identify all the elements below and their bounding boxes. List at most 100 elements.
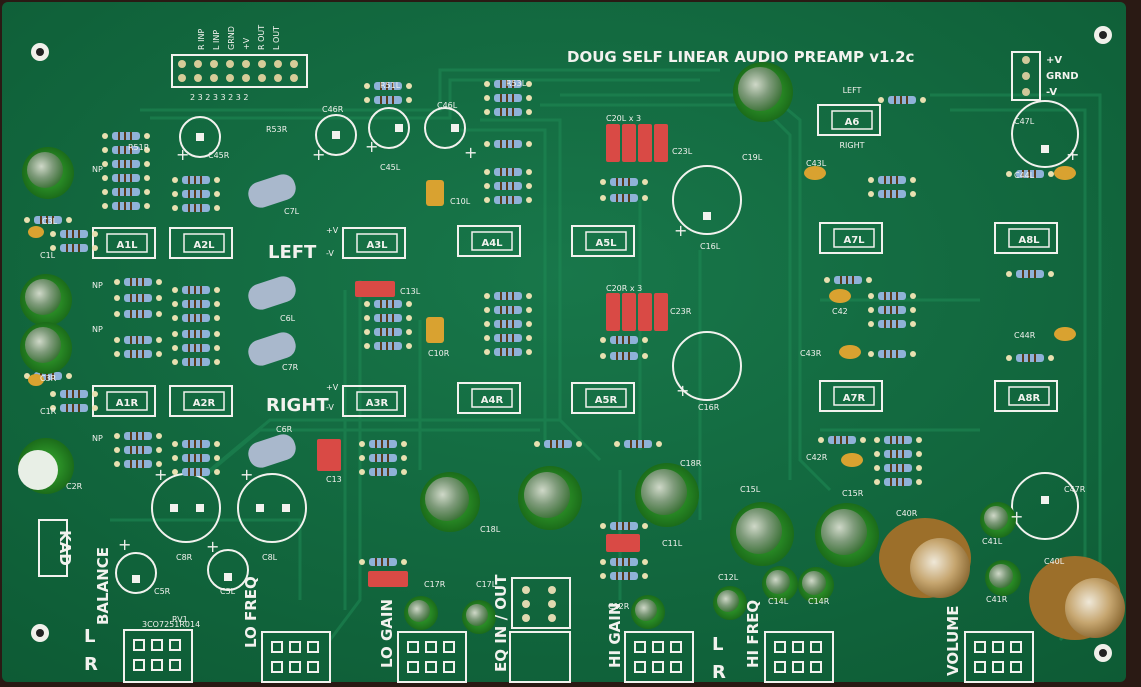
resistor-band [506, 108, 508, 116]
resistor-pad [868, 351, 874, 357]
resistor-band [380, 342, 382, 350]
svg-text:+: + [1010, 507, 1023, 526]
hi-gain-label: HI GAIN [606, 603, 624, 668]
resistor-pad [874, 465, 880, 471]
connector-pad [1010, 661, 1022, 673]
resistor-band [506, 182, 508, 190]
resistor-pad [214, 359, 220, 365]
resistor-band [194, 204, 196, 212]
resistor-band [66, 230, 68, 238]
resistor-band [200, 358, 202, 366]
resistor-pad [144, 147, 150, 153]
power-ground-label: GRND [1046, 71, 1079, 82]
resistor-band [136, 336, 138, 344]
connector-pad [634, 661, 646, 673]
resistor-band [194, 344, 196, 352]
svg-text:C42R: C42R [806, 453, 828, 462]
connector-pad [548, 614, 556, 622]
resistor-band [512, 140, 514, 148]
chip-a2r: A2R [169, 385, 233, 417]
svg-text:+V: +V [326, 226, 339, 235]
resistor-pad [214, 469, 220, 475]
resistor-pad [526, 169, 532, 175]
svg-text:C20R x 3: C20R x 3 [606, 284, 642, 293]
svg-text:C19L: C19L [742, 153, 763, 162]
svg-text:C1R: C1R [40, 407, 57, 416]
connector-pad [307, 641, 319, 653]
resistor-band [194, 440, 196, 448]
resistor-pad [172, 301, 178, 307]
svg-text:C47L: C47L [1014, 117, 1035, 126]
resistor-band [1022, 354, 1024, 362]
empty-cap-footprints [115, 100, 1079, 594]
resistor-pad [172, 359, 178, 365]
resistor-band [622, 178, 624, 186]
resistor-band [375, 454, 377, 462]
svg-text:C23L: C23L [672, 147, 693, 156]
resistor-pad [102, 175, 108, 181]
header-pin [242, 74, 250, 82]
resistor-band [628, 336, 630, 344]
resistor-band [124, 160, 126, 168]
resistor-pad [156, 279, 162, 285]
connector-pad [670, 641, 682, 653]
resistor-pad [484, 349, 490, 355]
resistor-band [500, 320, 502, 328]
balance-label: BALANCE [94, 547, 112, 625]
resistor-band [386, 342, 388, 350]
resistor-pad [144, 161, 150, 167]
svg-text:C44L: C44L [1014, 171, 1035, 180]
resistor-band [630, 440, 632, 448]
connector-pad [652, 661, 664, 673]
hi-freq-label: HI FREQ [744, 600, 762, 668]
resistor-band [194, 300, 196, 308]
resistor-band [1022, 270, 1024, 278]
connector-pad [271, 641, 283, 653]
resistor-band [136, 460, 138, 468]
resistor-pad [526, 197, 532, 203]
resistor-pad [401, 455, 407, 461]
resistor-band [78, 244, 80, 252]
svg-text:C16L: C16L [700, 242, 721, 251]
header-pin [258, 74, 266, 82]
svg-text:+V: +V [326, 383, 339, 392]
resistor-band [500, 182, 502, 190]
svg-text:2 3 2 3 3 2 3 2: 2 3 2 3 3 2 3 2 [190, 93, 249, 102]
resistor-pad [214, 315, 220, 321]
svg-text:C18L: C18L [480, 525, 501, 534]
resistor-band [188, 454, 190, 462]
svg-text:+: + [674, 221, 687, 240]
resistor-band [200, 300, 202, 308]
connector-pad [1010, 641, 1022, 653]
resistor-pad [50, 405, 56, 411]
resistor-band [902, 450, 904, 458]
resistor-band [118, 174, 120, 182]
header-pin [290, 74, 298, 82]
resistor-pad [156, 337, 162, 343]
connector-pad [522, 586, 530, 594]
svg-text:A4L: A4L [481, 238, 503, 249]
resistor-band [840, 276, 842, 284]
svg-text:C14R: C14R [808, 597, 830, 606]
resistor-band [562, 440, 564, 448]
resistor-pad [50, 391, 56, 397]
header-pin [274, 74, 282, 82]
svg-text:L: L [712, 634, 723, 655]
resistor-band [118, 132, 120, 140]
resistor-band [142, 294, 144, 302]
resistor-band [200, 190, 202, 198]
resistor-band [130, 446, 132, 454]
header-pin [178, 74, 186, 82]
resistor-band [188, 344, 190, 352]
resistor-pad [172, 315, 178, 321]
svg-text:C12L: C12L [718, 573, 739, 582]
resistor-band [512, 196, 514, 204]
resistor-band [506, 292, 508, 300]
connector-pad [548, 586, 556, 594]
eq-in-out-label: EQ IN / OUT [492, 574, 510, 672]
svg-text:C40L: C40L [1044, 557, 1065, 566]
chip-a8r: A8R [994, 380, 1058, 412]
resistor-band [500, 108, 502, 116]
